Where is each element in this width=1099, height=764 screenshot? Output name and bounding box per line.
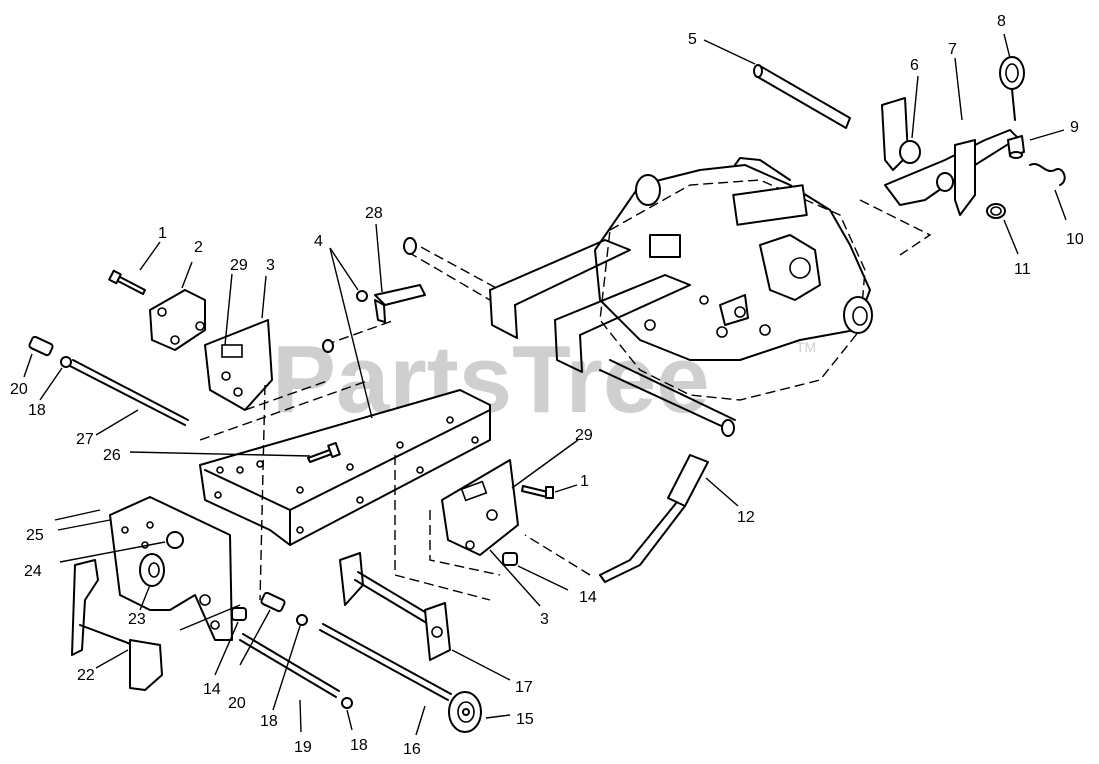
part-22-bracket <box>71 559 163 691</box>
watermark-trademark: TM <box>796 339 816 355</box>
callout-14-right: 14 <box>579 589 597 606</box>
part-2-bracket <box>149 289 206 351</box>
callout-3-upper: 3 <box>266 257 275 274</box>
callout-11: 11 <box>1014 261 1031 278</box>
part-1-bolt-lower <box>521 485 554 499</box>
part-18-washer-mid <box>296 614 308 626</box>
callout-6: 6 <box>910 57 919 74</box>
part-29-plate-lower <box>429 459 519 576</box>
part-3-plate-upper <box>204 319 273 411</box>
callout-16: 16 <box>403 741 421 758</box>
callout-15: 15 <box>516 711 534 728</box>
part-23-pulley <box>139 553 165 587</box>
part-16-rod <box>319 623 452 701</box>
part-20-ferrule-lower <box>260 591 286 613</box>
callout-25: 25 <box>26 527 44 544</box>
transmission-housing <box>594 157 873 401</box>
callout-9: 9 <box>1070 119 1079 136</box>
part-28-bracket <box>322 284 426 353</box>
callout-18-lower: 18 <box>350 737 368 754</box>
callout-22: 22 <box>77 667 95 684</box>
callout-5: 5 <box>688 31 697 48</box>
part-1-bolt-upper <box>108 269 146 295</box>
part-5-pin <box>753 64 851 129</box>
callout-20-lower: 20 <box>228 695 246 712</box>
frame-rails <box>403 237 736 437</box>
callout-19: 19 <box>294 739 312 756</box>
leader-lines <box>23 33 1067 736</box>
callout-24: 24 <box>24 563 42 580</box>
frame-channel <box>199 384 491 601</box>
callout-1-lower: 1 <box>580 473 589 490</box>
callout-26: 26 <box>103 447 121 464</box>
callout-8: 8 <box>997 13 1006 30</box>
part-26-bolt <box>307 441 341 463</box>
part-12-lever <box>524 454 709 583</box>
part-25-bracket <box>109 496 233 641</box>
callout-2: 2 <box>194 239 203 256</box>
callout-28: 28 <box>365 205 383 222</box>
callout-17: 17 <box>515 679 533 696</box>
callout-18-upper: 18 <box>28 402 46 419</box>
callout-7: 7 <box>948 41 957 58</box>
part-15-wheel <box>448 691 482 733</box>
part-17-bracket <box>339 552 451 661</box>
reference-lines <box>54 379 371 631</box>
callout-1-upper: 1 <box>158 225 167 242</box>
callout-12: 12 <box>737 509 755 526</box>
callout-23: 23 <box>128 611 146 628</box>
callout-3-lower: 3 <box>540 611 549 628</box>
part-27-rod <box>28 335 189 426</box>
callout-20-upper: 20 <box>10 381 28 398</box>
callouts: 1 1 2 3 3 4 5 6 7 8 9 10 11 12 14 14 15 … <box>10 13 1084 758</box>
hitch-assembly <box>859 56 1066 256</box>
part-18-washer-lower <box>341 697 353 709</box>
callout-29-lower: 29 <box>575 427 593 444</box>
callout-10: 10 <box>1066 231 1084 248</box>
callout-27: 27 <box>76 431 94 448</box>
part-4-nut-upper <box>356 290 368 302</box>
callout-14-left: 14 <box>203 681 221 698</box>
callout-18-mid: 18 <box>260 713 278 730</box>
part-24-nut <box>166 531 184 549</box>
part-14-spacer-left <box>231 607 247 621</box>
callout-4: 4 <box>314 233 323 250</box>
part-19-rod <box>239 633 340 698</box>
part-14-spacer-right <box>502 552 518 566</box>
callout-29-upper: 29 <box>230 257 248 274</box>
